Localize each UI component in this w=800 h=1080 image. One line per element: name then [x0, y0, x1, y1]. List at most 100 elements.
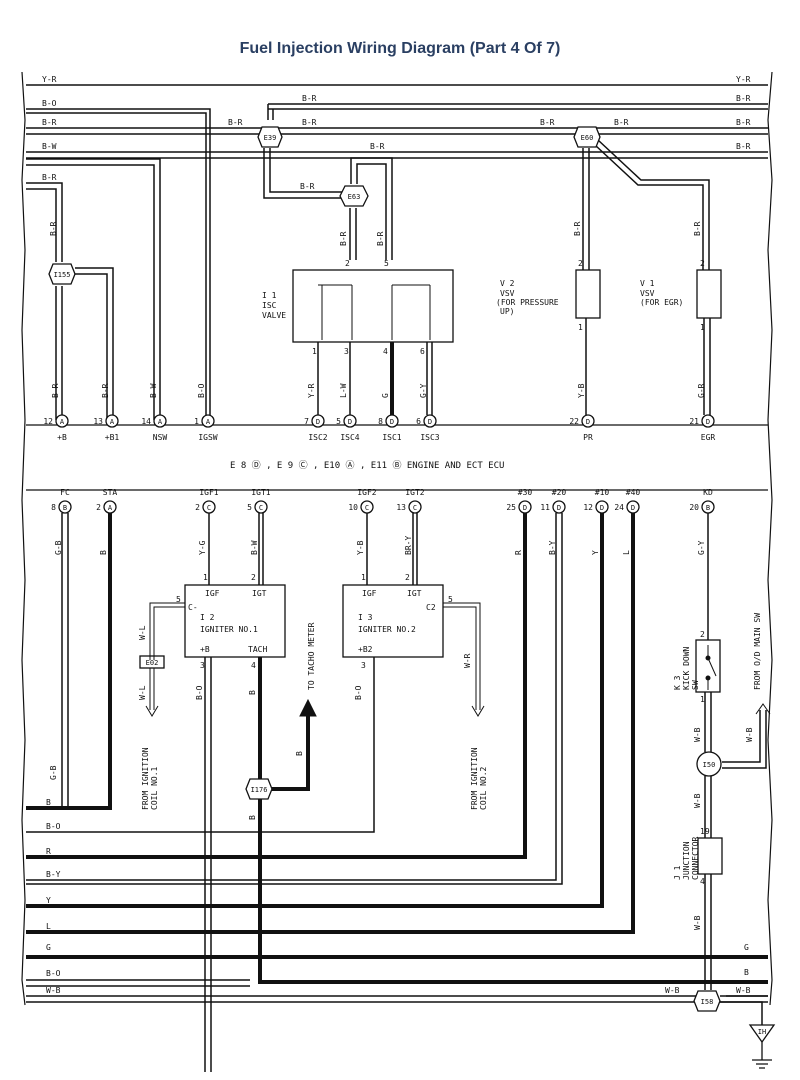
- splice-e60: [573, 126, 601, 148]
- ecu-bottom-pin-wire: BR-Y: [404, 536, 413, 555]
- ecu-bottom-pin-num: 13: [396, 503, 406, 512]
- wire-label-b-o-ign2: B-O: [354, 685, 363, 700]
- ecu-bottom-pin-name: #20: [552, 488, 567, 497]
- igniter2-igf: IGF: [362, 589, 377, 598]
- junction-pin-top: 19: [700, 827, 710, 836]
- ecu-top-pin-wire: L-W: [339, 383, 348, 398]
- vsv1-pin-bottom: 1: [700, 323, 705, 332]
- bottom-bus-label: B-Y: [46, 870, 61, 879]
- ecu-bottom-pin-name: IGF2: [357, 488, 376, 497]
- ecu-top-pin-egr: [701, 414, 715, 428]
- ecu-top-pins: A12+BB-RA13+B1B-RA14NSWB-WA1IGSWB-OD7ISC…: [43, 383, 715, 442]
- wire-label-b-r-e39-top: B-R: [302, 94, 317, 103]
- ecu-bottom-pin-igf2: [360, 500, 374, 514]
- ecu-bottom-pin-wire: G-Y: [697, 540, 706, 555]
- bottom-bus-label: B-O: [46, 969, 61, 978]
- wire-label-b-o-ign: B-O: [195, 685, 204, 700]
- ecu-bottom-pin-name: FC: [60, 488, 70, 497]
- ecu-top-pin-conn: A: [206, 418, 211, 426]
- ecu-bottom-pin-igt2: [408, 500, 422, 514]
- ecu-top-pin-b: [55, 414, 69, 428]
- ecu-top-pin-isc2: [311, 414, 325, 428]
- ecu-top-pin-num: 7: [304, 417, 309, 426]
- ecu-top-pin-name: NSW: [153, 433, 168, 442]
- ecu-top-pin-pr: [581, 414, 595, 428]
- igniter2-pin2: 2: [405, 573, 410, 582]
- wire-label-b-r-e39-right: B-R: [302, 118, 317, 127]
- splice-e63-label: E63: [348, 193, 361, 201]
- ecu-bottom-pin-conn: B: [706, 504, 710, 512]
- ecu-bottom-pin-20: [552, 500, 566, 514]
- ecu-bottom-pin-igt1: [254, 500, 268, 514]
- wire-label-b-r-right-3: B-R: [736, 142, 751, 151]
- ecu-bottom-pin-num: 2: [195, 503, 200, 512]
- ecu-bottom-pin-conn: C: [365, 504, 369, 512]
- ecu-top-pin-name: EGR: [701, 433, 716, 442]
- wire-label-b-r-left: B-R: [42, 118, 57, 127]
- kickdown-line2: SW: [691, 680, 700, 690]
- ecu-bottom-pin-conn: C: [413, 504, 417, 512]
- bottom-bus-label: B: [46, 798, 51, 807]
- junction-pin-bottom: 4: [700, 877, 705, 886]
- ecu-top-pin-name: ISC2: [308, 433, 327, 442]
- ecu-bottom-pin-wire: R: [514, 550, 523, 555]
- wire-label-b-i176: B: [248, 815, 257, 820]
- ecu-bottom-pin-wire: L: [622, 550, 631, 555]
- splice-i58-label: I58: [701, 998, 714, 1006]
- wire-label-b-r-vert-1: B-R: [49, 221, 58, 236]
- ground-ih-label: IH: [758, 1028, 766, 1036]
- ecu-bottom-pin-30: [518, 500, 532, 514]
- ecu-top-pin-wire: G-R: [697, 383, 706, 398]
- ecu-bottom-pin-name: #10: [595, 488, 610, 497]
- igniter1-c: C-: [188, 603, 198, 612]
- wire-label-b-r-vert-v2: B-R: [573, 221, 582, 236]
- ecu-top-pin-num: 13: [93, 417, 103, 426]
- igniter1-pin5: 5: [176, 595, 181, 604]
- note-from-coil2-b: COIL NO.2: [479, 766, 488, 810]
- ecu-bottom-pin-name: IGF1: [199, 488, 218, 497]
- ecu-bottom-pin-wire: Y-B: [356, 540, 365, 555]
- ecu-bottom-pin-name: IGT1: [251, 488, 270, 497]
- ecu-bottom-pin-num: 5: [247, 503, 252, 512]
- vsv1-line2: (FOR EGR): [640, 298, 683, 307]
- ecu-bottom-pin-num: 25: [506, 503, 516, 512]
- ecu-top-pin-name: IGSW: [198, 433, 217, 442]
- ecu-bottom-pin-name: IGT2: [405, 488, 424, 497]
- ecu-bottom-pin-num: 20: [689, 503, 699, 512]
- ecu-top-pin-name: +B1: [105, 433, 120, 442]
- ecu-top-pin-num: 14: [141, 417, 151, 426]
- wire-label-b-r-e60-right: B-R: [614, 118, 629, 127]
- ecu-top-pin-num: 5: [336, 417, 341, 426]
- isc-name-2: VALVE: [262, 311, 286, 320]
- splice-i176-label: I176: [251, 786, 268, 794]
- ecu-top-pin-name: ISC4: [340, 433, 359, 442]
- igniter1-pin3: 3: [200, 661, 205, 670]
- ecu-bottom-pin-name: KD: [703, 488, 713, 497]
- wire-label-b-r-e63: B-R: [300, 182, 315, 191]
- ecu-top-pin-conn: D: [586, 418, 590, 426]
- igniter2-id: I 3: [358, 613, 373, 622]
- ecu-top-pin-num: 21: [689, 417, 699, 426]
- bottom-bus-label: R: [46, 847, 51, 856]
- igniter1-pin4: 4: [251, 661, 256, 670]
- ecu-bottom-pin-conn: C: [207, 504, 211, 512]
- igniter1-name: IGNITER NO.1: [200, 625, 258, 634]
- bottom-bus-label: L: [46, 922, 51, 931]
- isc-pin-2: 2: [345, 259, 350, 268]
- right-border: [767, 71, 773, 1006]
- ecu-bottom-pin-name: #40: [626, 488, 641, 497]
- kickdown-line1: KICK DOWN: [682, 646, 691, 690]
- kickdown-pin-top: 2: [700, 630, 705, 639]
- splice-i155-label: I155: [54, 271, 71, 279]
- ecu-bottom-pins: B8FCG-BA2STABC2IGF1Y-GC5IGT1B-WC10IGF2Y-…: [51, 488, 715, 555]
- igniter1-pin2: 2: [251, 573, 256, 582]
- ecu-top-pin-wire: B-R: [101, 383, 110, 398]
- ecu-top-pin-wire: B-R: [51, 383, 60, 398]
- ecu-bottom-pin-num: 11: [540, 503, 550, 512]
- igniter2-pin5: 5: [448, 595, 453, 604]
- wire-label-w-b-i50: W-B: [693, 793, 702, 808]
- ecu-bottom-pin-conn: C: [259, 504, 263, 512]
- junction-id: J 1: [673, 865, 682, 880]
- ground-symbol: [752, 1040, 772, 1069]
